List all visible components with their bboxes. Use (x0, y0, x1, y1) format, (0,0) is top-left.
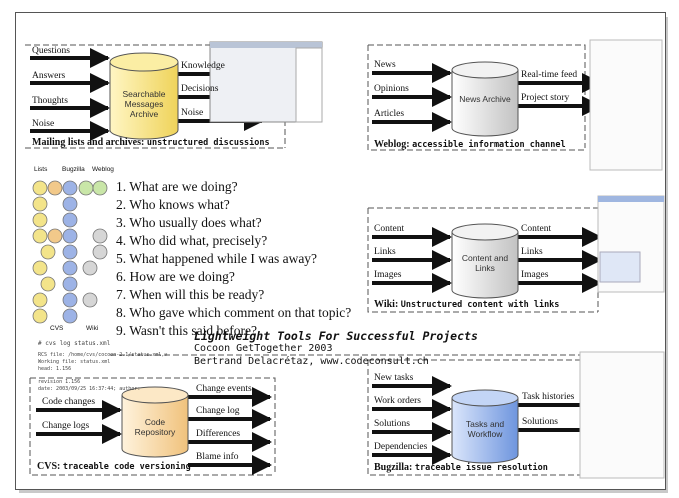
bugzilla-panel-frame (367, 359, 595, 476)
question-9: 9. Wasn't this said before? (116, 323, 257, 338)
cvs-rev-line-2: date: 2003/09/25 16:37:44; author: (38, 386, 141, 392)
mailing-input-questions: Questions (32, 46, 70, 56)
wiki-panel-frame (367, 207, 599, 313)
mailing-input-noise: Noise (32, 119, 55, 129)
wiki-caption-sub: Unstructured content with links (400, 300, 560, 310)
question-8: 8. Who gave which comment on that topic? (116, 305, 352, 320)
wiki-input-links: Links (374, 247, 396, 257)
weblog-input-news: News (374, 60, 396, 70)
bugzilla-caption: Bugzilla: traceable issue resolution (374, 463, 548, 473)
mailing-screenshot (209, 41, 323, 123)
wiki-output-content: Content (521, 224, 552, 234)
mailing-db-cylinder (109, 52, 179, 140)
poster-subtitle: Cocoon GetTogether 2003 (194, 343, 333, 354)
cvs-rcs-line-2: Working file: status.xml (38, 359, 111, 365)
cvs-output-differences: Differences (196, 429, 241, 439)
question-1: 1. What are we doing? (116, 179, 238, 194)
weblog-caption-title: Weblog: (374, 139, 410, 150)
question-6: 6. How are we doing? (116, 269, 235, 284)
cvs-panel-frame (29, 377, 276, 476)
mailing-input-arrows (30, 48, 110, 141)
mailing-caption: Mailing lists and archives: unstructured… (32, 138, 270, 148)
weblog-input-arrows (372, 63, 452, 132)
wiki-input-content: Content (374, 224, 405, 234)
bugzilla-output-task-histories: Task histories (522, 392, 575, 402)
weblog-caption: Weblog: accessible information channel (374, 140, 566, 150)
tracks-header-bugzilla: Bugzilla (62, 166, 85, 173)
weblog-input-opinions: Opinions (374, 84, 409, 94)
cvs-rcs-line-3: head: 1.156 (38, 366, 72, 372)
wiki-db-label: Content and Links (461, 253, 509, 273)
cvs-rcs-line-1: RCS file: /home/cvs/cocoon-2.1/status.xm… (38, 352, 168, 358)
cvs-input-code-changes: Code changes (42, 397, 96, 407)
cvs-command: # cvs log status.xml (38, 340, 111, 347)
weblog-output-feed: Real-time feed (521, 70, 578, 80)
bugzilla-input-new-tasks: New tasks (374, 373, 414, 383)
bugzilla-screenshot (579, 351, 665, 479)
mailing-caption-sub: unstructured discussions (146, 138, 270, 148)
mailing-output-noise: Noise (181, 108, 204, 118)
mailing-output-knowledge: Knowledge (181, 61, 225, 71)
question-2: 2. Who knows what? (116, 197, 230, 212)
mailing-caption-title: Mailing lists and archives: (32, 137, 145, 148)
mailing-input-thoughts: Thoughts (32, 96, 68, 106)
tracks-footer-cvs: CVS (50, 325, 64, 332)
weblog-output-arrows (518, 73, 602, 116)
cvs-caption-title: CVS: (37, 461, 61, 472)
weblog-input-articles: Articles (374, 109, 405, 119)
mailing-input-answers: Answers (32, 71, 66, 81)
cvs-rev-line-1: revision 1.156 (38, 379, 81, 385)
wiki-screenshot (597, 195, 665, 293)
weblog-output-story: Project story (521, 93, 570, 103)
bugzilla-output-solutions: Solutions (522, 417, 558, 427)
wiki-db-cylinder (451, 223, 519, 299)
wiki-caption-title: Wiki: (374, 299, 399, 310)
mailing-output-decisions: Decisions (181, 84, 219, 94)
cvs-caption-sub: traceable code versioning (62, 462, 191, 472)
poster-author: Bertrand Delacrétaz, www.codeconsult.ch (194, 356, 429, 367)
cvs-output-change-log: Change log (196, 406, 240, 416)
bugzilla-db-cylinder (451, 389, 519, 464)
wiki-input-images: Images (374, 270, 402, 280)
weblog-panel-frame (367, 44, 586, 151)
bugzilla-caption-title: Bugzilla: (374, 462, 413, 473)
question-4: 4. Who did what, precisely? (116, 233, 268, 248)
wiki-caption: Wiki: Unstructured content with links (374, 300, 559, 310)
cvs-input-arrows (36, 400, 122, 444)
wiki-input-arrows (372, 227, 452, 293)
cvs-output-arrows (188, 387, 272, 475)
wiki-output-images: Images (521, 270, 549, 280)
poster-title: Lightweight Tools For Successful Project… (194, 329, 478, 343)
tracks-header-lists: Lists (34, 166, 48, 173)
cvs-output-change-events: Change events (196, 384, 252, 394)
cvs-db-label: Code Repository (134, 417, 176, 437)
cvs-caption: CVS: traceable code versioning (37, 462, 191, 472)
mailing-db-label: Searchable Messages Archive (122, 89, 166, 119)
question-5: 5. What happened while I was away? (116, 251, 318, 266)
tracks-footer-wiki: Wiki (86, 325, 99, 332)
weblog-caption-sub: accessible information channel (412, 140, 566, 150)
wiki-output-links: Links (521, 247, 543, 257)
cvs-db-cylinder (121, 386, 189, 458)
bugzilla-caption-sub: traceable issue resolution (414, 463, 548, 473)
bugzilla-input-arrows (372, 376, 452, 465)
cvs-input-change-logs: Change logs (42, 421, 90, 431)
bugzilla-input-work-orders: Work orders (374, 396, 421, 406)
weblog-db-label: News Archive (459, 94, 511, 104)
bugzilla-input-dependencies: Dependencies (374, 442, 428, 452)
cvs-output-blame-info: Blame info (196, 452, 239, 462)
bugzilla-db-label: Tasks and Workflow (465, 419, 505, 439)
bugzilla-input-solutions: Solutions (374, 419, 410, 429)
wiki-output-arrows (518, 227, 602, 293)
tracks-diagram (32, 180, 108, 324)
weblog-screenshot (589, 39, 663, 171)
weblog-db-cylinder (451, 61, 519, 137)
question-7: 7. When will this be ready? (116, 287, 265, 302)
question-3: 3. Who usually does what? (116, 215, 262, 230)
tracks-header-weblog: Weblog (92, 166, 114, 173)
